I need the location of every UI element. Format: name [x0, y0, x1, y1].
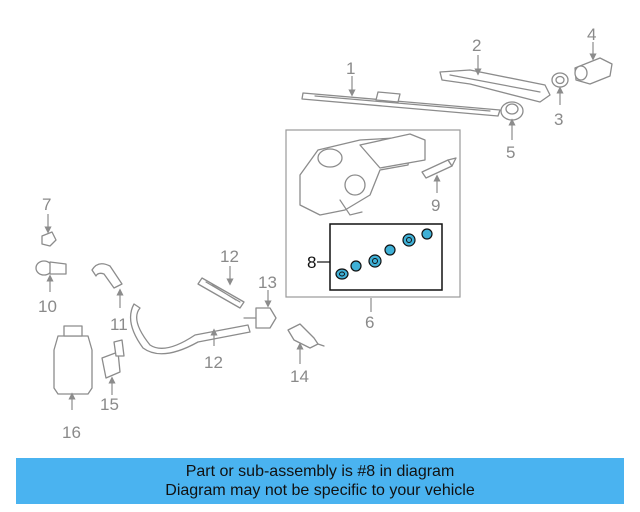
callout-11: 11 [110, 315, 128, 334]
part-1-wiper-blade[interactable]: 1 [301, 59, 501, 117]
info-banner: Part or sub-assembly is #8 in diagram Di… [16, 458, 624, 504]
callout-16: 16 [62, 423, 81, 442]
banner-line-1: Part or sub-assembly is #8 in diagram [185, 463, 455, 480]
callout-4: 4 [587, 25, 596, 44]
callout-7: 7 [42, 195, 51, 214]
part-12-hose-lower[interactable]: 12 [129, 303, 251, 372]
callout-10: 10 [38, 297, 57, 316]
callout-14: 14 [290, 367, 309, 386]
callout-9: 9 [431, 196, 440, 215]
part-4-cap[interactable]: 4 [574, 25, 613, 85]
banner-line-2: Diagram may not be specific to your vehi… [165, 482, 475, 499]
part-11-hose[interactable]: 11 [91, 263, 128, 334]
part-3-nut[interactable]: 3 [551, 72, 569, 129]
callout-5: 5 [506, 143, 515, 162]
part-5-grommet[interactable]: 5 [500, 101, 524, 162]
part-8-nozzle-set[interactable]: 8 [307, 223, 443, 291]
callout-13: 13 [258, 273, 277, 292]
callout-3: 3 [554, 110, 563, 129]
part-16-reservoir[interactable]: 16 [53, 325, 93, 442]
part-6-motor-assembly[interactable]: 6 [285, 129, 461, 332]
part-15-pump[interactable]: 15 [100, 339, 125, 414]
part-12-hose-upper[interactable]: 12 [197, 247, 245, 309]
callout-2: 2 [472, 36, 481, 55]
part-9-pin[interactable]: 9 [421, 157, 457, 215]
callout-8: 8 [307, 253, 316, 272]
callout-12a: 12 [220, 247, 239, 266]
part-2-wiper-arm[interactable]: 2 [439, 36, 551, 103]
part-14-check-valve[interactable]: 14 [287, 323, 325, 386]
parts-diagram: 1 2 3 4 5 6 [35, 25, 613, 442]
callout-12b: 12 [204, 353, 223, 372]
callout-1: 1 [346, 59, 355, 78]
part-13-connector[interactable]: 13 [243, 273, 277, 329]
part-7-clip[interactable]: 7 [41, 195, 57, 247]
callout-6: 6 [365, 313, 374, 332]
part-10-connector[interactable]: 10 [35, 260, 67, 316]
callout-15: 15 [100, 395, 119, 414]
